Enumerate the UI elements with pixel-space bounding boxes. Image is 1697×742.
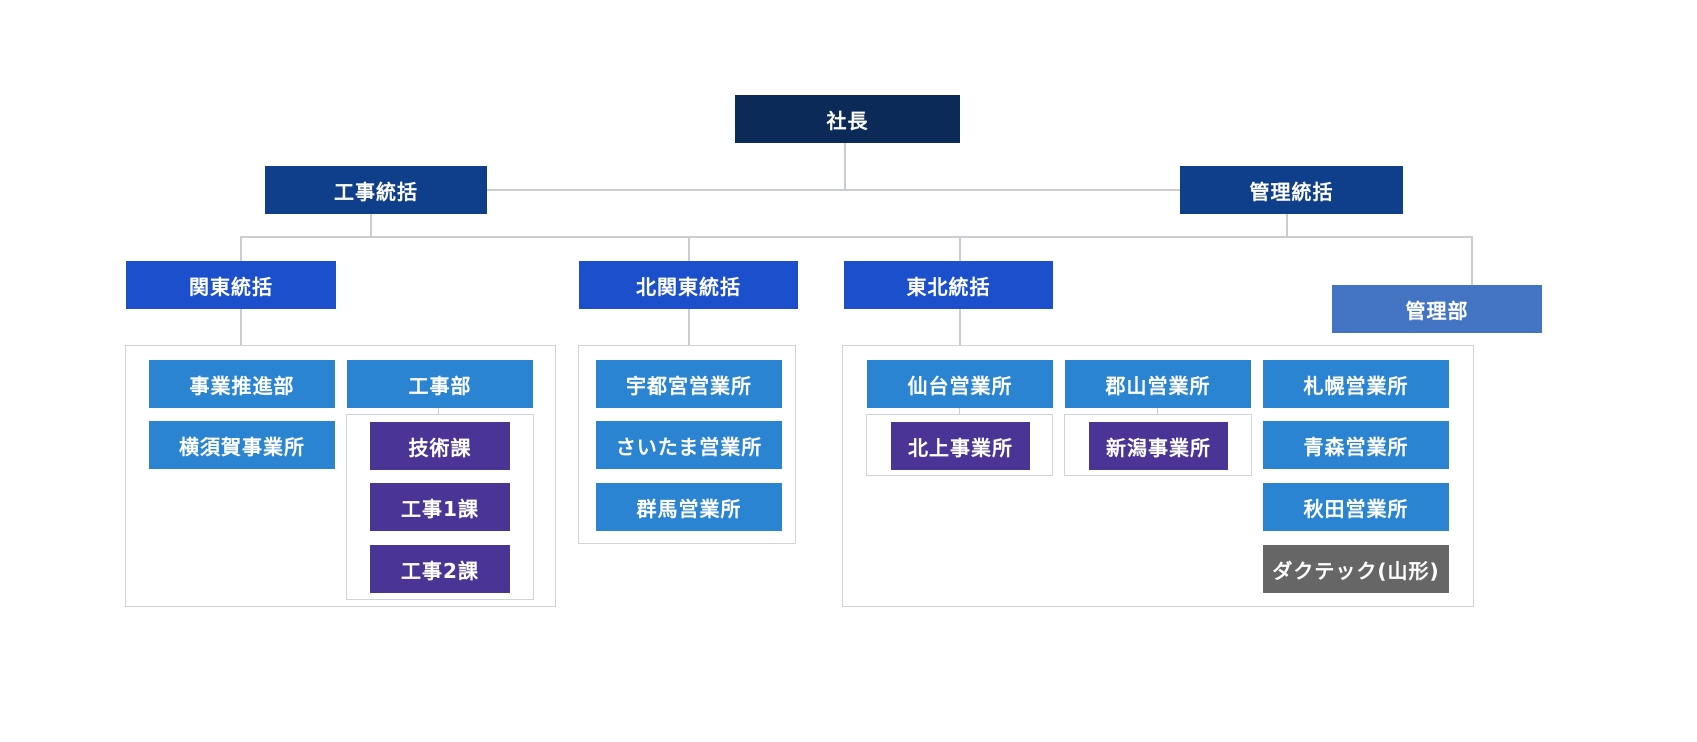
connector	[844, 140, 846, 190]
tech-section-box: 技術課	[370, 422, 510, 470]
admin-head-box: 管理統括	[1180, 166, 1403, 214]
connector	[240, 309, 242, 345]
tohoku-head-box: 東北統括	[844, 261, 1053, 309]
north-kanto-group-frame	[578, 345, 796, 544]
sendai-box: 仙台営業所	[867, 360, 1053, 408]
sapporo-box: 札幌営業所	[1263, 360, 1449, 408]
connector	[240, 236, 1473, 238]
kitakami-box: 北上事業所	[891, 422, 1030, 470]
connector	[959, 309, 961, 345]
connector	[959, 408, 960, 414]
akita-box: 秋田営業所	[1263, 483, 1449, 531]
president-box: 社長	[735, 95, 960, 143]
north-kanto-head-box: 北関東統括	[579, 261, 798, 309]
tohoku-group-frame	[842, 345, 1474, 607]
ductech-box: ダクテック(山形)	[1263, 545, 1449, 593]
kanto-group-frame	[125, 345, 556, 607]
koriyama-frame	[1064, 414, 1252, 476]
connector	[1471, 236, 1473, 286]
connector	[959, 236, 961, 262]
admin-dept-box: 管理部	[1332, 285, 1542, 333]
saitama-box: さいたま営業所	[596, 421, 782, 469]
connector	[688, 236, 690, 262]
kanto-head-box: 関東統括	[126, 261, 336, 309]
connector	[1157, 408, 1158, 414]
connector	[688, 309, 690, 345]
construction-dept-box: 工事部	[347, 360, 533, 408]
connector	[370, 213, 372, 237]
connector	[240, 236, 242, 262]
connector	[1286, 213, 1288, 237]
construction-dept-frame	[346, 414, 534, 600]
koriyama-box: 郡山営業所	[1065, 360, 1251, 408]
business-promotion-box: 事業推進部	[149, 360, 335, 408]
utsunomiya-box: 宇都宮営業所	[596, 360, 782, 408]
connector	[438, 408, 439, 414]
construction-sec1-box: 工事1課	[370, 483, 510, 531]
construction-head-box: 工事統括	[265, 166, 487, 214]
gunma-box: 群馬営業所	[596, 483, 782, 531]
construction-sec2-box: 工事2課	[370, 545, 510, 593]
sendai-frame	[866, 414, 1053, 476]
niigata-box: 新潟事業所	[1089, 422, 1228, 470]
connector	[486, 189, 1181, 191]
aomori-box: 青森営業所	[1263, 421, 1449, 469]
yokosuka-office-box: 横須賀事業所	[149, 421, 335, 469]
